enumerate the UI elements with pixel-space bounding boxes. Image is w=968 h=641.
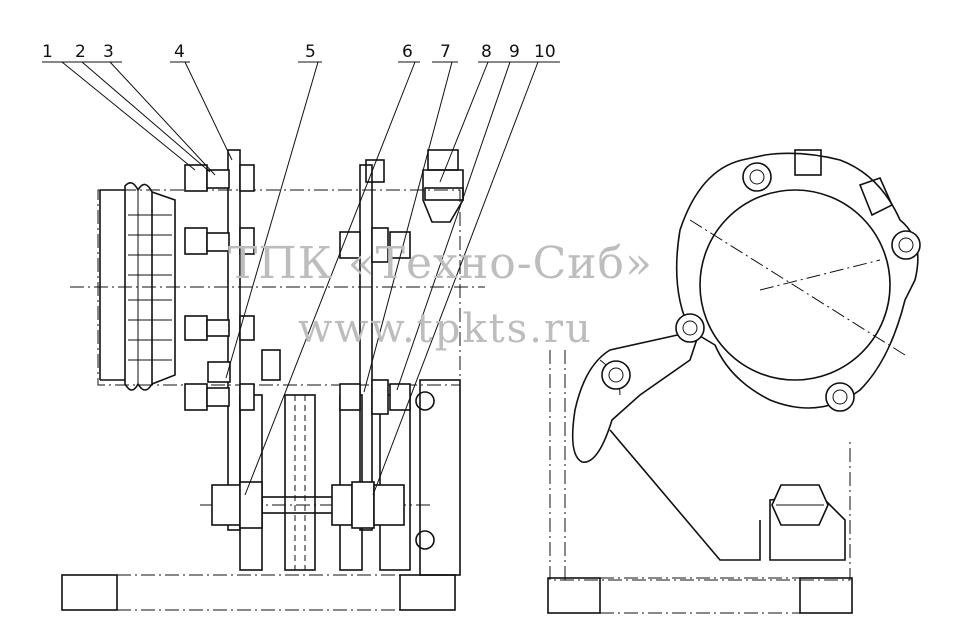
bolts bbox=[184, 164, 435, 550]
side-view: 1 2 3 4 5 6 7 8 9 10 bbox=[42, 42, 560, 611]
front-bolts bbox=[601, 162, 921, 526]
leader-lines bbox=[42, 61, 560, 496]
callout-9: 9 bbox=[509, 42, 520, 62]
pulley bbox=[99, 182, 176, 391]
callout-2: 2 bbox=[75, 42, 86, 62]
callout-3: 3 bbox=[103, 42, 114, 62]
watermark-company: ТПК «Техно-Сиб» bbox=[228, 238, 653, 289]
callout-8: 8 bbox=[481, 42, 492, 62]
lower-shaft bbox=[200, 481, 430, 529]
front-view bbox=[547, 149, 921, 614]
callout-10: 10 bbox=[534, 42, 556, 62]
callout-1: 1 bbox=[42, 42, 53, 62]
watermark: ТПК «Техно-Сиб» www.tpkts.ru bbox=[228, 238, 653, 352]
callout-numbers: 1 2 3 4 5 6 7 8 9 10 bbox=[42, 42, 556, 62]
callout-5: 5 bbox=[305, 42, 316, 62]
callout-4: 4 bbox=[174, 42, 185, 62]
base bbox=[61, 574, 456, 611]
watermark-url: www.tpkts.ru bbox=[298, 306, 593, 352]
fitting bbox=[422, 149, 464, 223]
callout-7: 7 bbox=[440, 42, 451, 62]
callout-6: 6 bbox=[402, 42, 413, 62]
